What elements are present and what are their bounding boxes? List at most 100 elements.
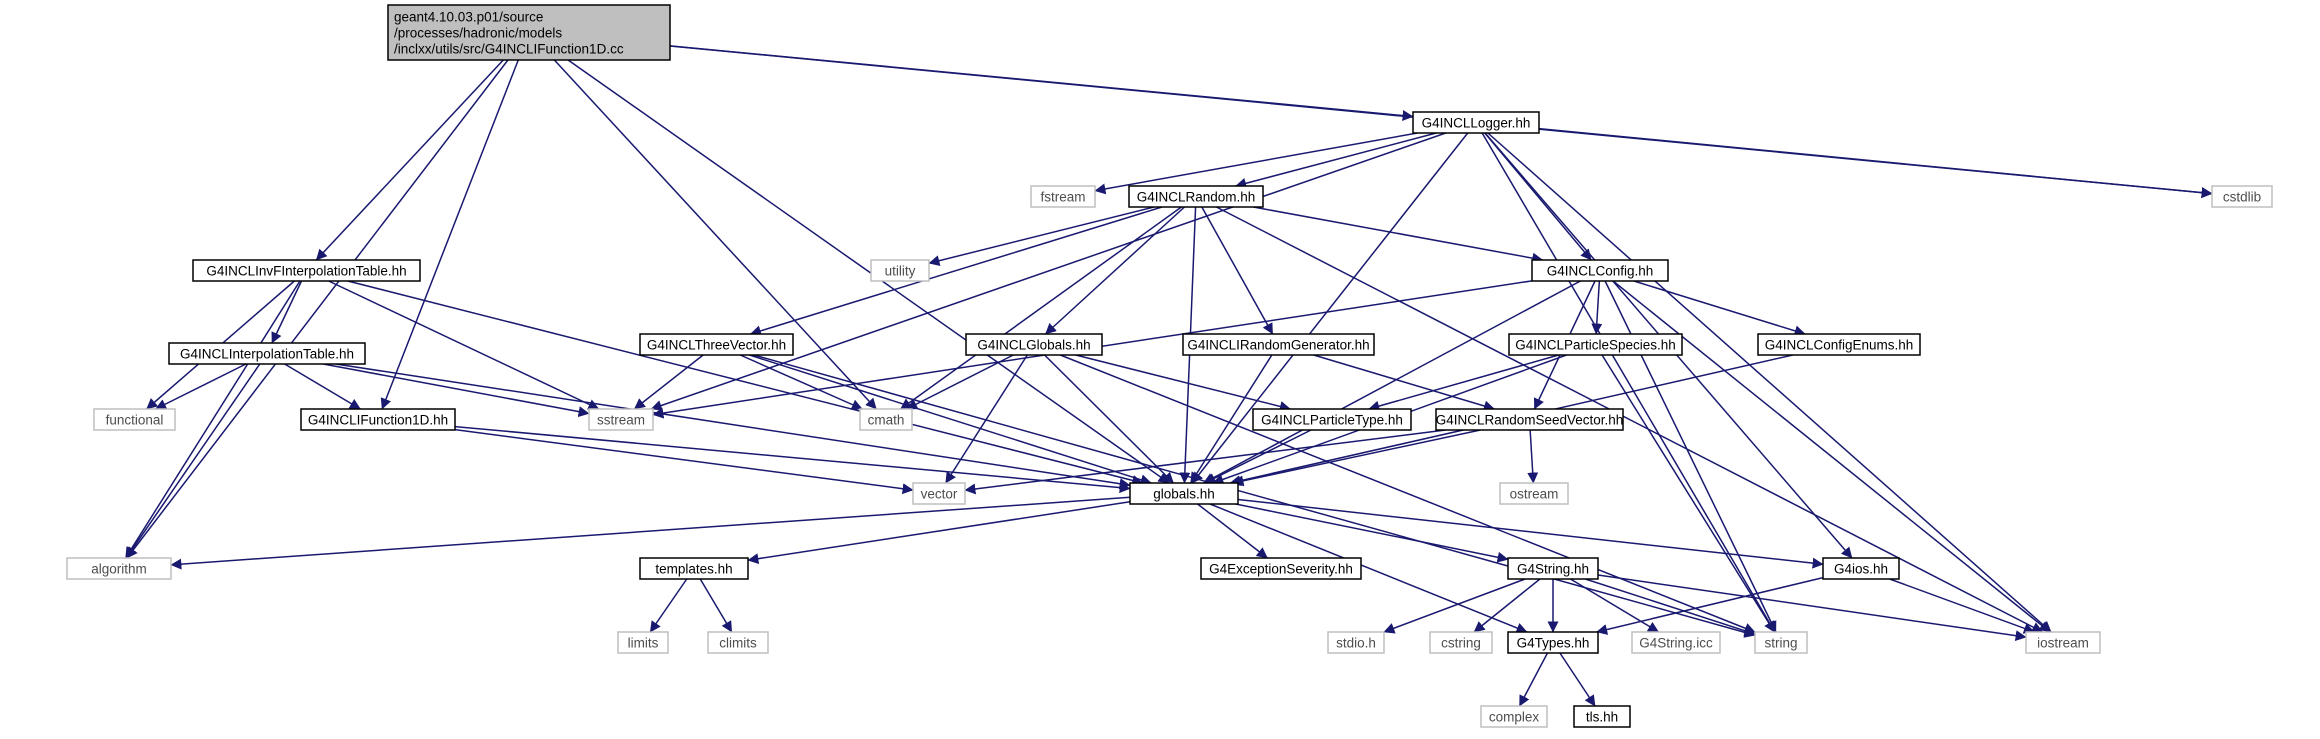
node-label: cmath [868, 413, 905, 428]
node-box [93, 408, 176, 431]
node-g4inclconfigenums-hh[interactable]: G4INCLConfigEnums.hh [1757, 333, 1921, 356]
edge-g4string-to-stdio [1383, 578, 1526, 634]
node-label: tls.hh [1586, 710, 1618, 725]
edge-logger-to-iostream [1487, 132, 2052, 633]
node-box [1531, 259, 1669, 282]
node-g4inclifunction1d-hh[interactable]: G4INCLIFunction1D.hh [300, 408, 456, 431]
node-g4exceptionseverity-hh[interactable]: G4ExceptionSeverity.hh [1200, 557, 1362, 580]
node-box [1754, 631, 1808, 654]
edge-logger-to-random [1235, 132, 1437, 189]
node-tls-hh[interactable]: tls.hh [1573, 705, 1631, 728]
node-box [965, 333, 1103, 356]
node-box [300, 408, 456, 431]
node-label: G4String.hh [1517, 562, 1589, 577]
edge-g4ios-to-iostream [1889, 578, 2035, 634]
edge-invf-to-interp [271, 280, 303, 344]
node-g4inclirandomgenerator-hh[interactable]: G4INCLIRandomGenerator.hh [1182, 333, 1375, 356]
node-box [1757, 333, 1921, 356]
edge-inclglobals-to-vector [945, 354, 1028, 484]
node-g4inclrandomseedvector-hh[interactable]: G4INCLRandomSeedVector.hh [1435, 408, 1624, 431]
edge-config-to-globals [1203, 280, 1581, 484]
edge-g4ios-to-g4types [1596, 576, 1824, 635]
node-g4string-hh[interactable]: G4String.hh [1507, 557, 1599, 580]
edge-invf-to-algorithm [124, 280, 301, 559]
node-box [870, 259, 930, 282]
node-g4types-hh[interactable]: G4Types.hh [1507, 631, 1599, 654]
file-nodes: geant4.10.03.p01/source/processes/hadron… [66, 4, 2273, 728]
edge-config-to-iostream [1612, 280, 2051, 633]
node-box [66, 557, 172, 580]
node-box [387, 4, 671, 61]
edge-g4types-to-complex [1518, 652, 1549, 707]
edge-logger-to-fstream [1094, 132, 1418, 195]
node-templates-hh[interactable]: templates.hh [639, 557, 749, 580]
node-g4inclglobals-hh[interactable]: G4INCLGlobals.hh [965, 333, 1103, 356]
node-box [1030, 185, 1096, 208]
node-ostream: ostream [1499, 482, 1569, 505]
edge-inclglobals-to-parttype [1075, 354, 1291, 412]
node-g4inclparticletype-hh[interactable]: G4INCLParticleType.hh [1252, 408, 1412, 431]
edge-randgen-to-seedvec [1313, 354, 1495, 412]
node-label: G4INCLIFunction1D.hh [308, 413, 448, 428]
node-label: G4INCLInterpolationTable.hh [180, 347, 354, 362]
dependency-edges [124, 45, 2213, 707]
edge-inclglobals-to-cmath [906, 354, 1014, 410]
node-label: cstdlib [2223, 190, 2261, 205]
node-box [1507, 557, 1599, 580]
node-g4inclinterpolationtable-hh[interactable]: G4INCLInterpolationTable.hh [168, 342, 366, 365]
edge-root-to-globals [567, 59, 1170, 484]
edge-root-to-invf [315, 59, 504, 261]
node-box [192, 259, 421, 282]
node-inclxx-utils-src-g4inclifunction1d-cc[interactable]: geant4.10.03.p01/source/processes/hadron… [387, 4, 671, 61]
node-g4ios-hh[interactable]: G4ios.hh [1822, 557, 1900, 580]
edge-threevec-to-cmath [739, 354, 863, 410]
node-box [639, 557, 749, 580]
node-label: iostream [2037, 636, 2089, 651]
node-label: /inclxx/utils/src/G4INCLIFunction1D.cc [394, 42, 624, 57]
edge-seedvec-to-ostream [1527, 429, 1539, 484]
node-box [2025, 631, 2101, 654]
edge-interp-to-functional [155, 363, 247, 410]
node-label: utility [885, 264, 916, 279]
node-iostream: iostream [2025, 631, 2101, 654]
node-g4inclthreevector-hh[interactable]: G4INCLThreeVector.hh [639, 333, 794, 356]
node-g4inclconfig-hh[interactable]: G4INCLConfig.hh [1531, 259, 1669, 282]
edge-threevec-to-sstream [633, 354, 704, 410]
edge-logger-to-string [1481, 132, 1776, 633]
edge-ifunc-to-vector [454, 428, 914, 495]
node-g4incllogger-hh[interactable]: G4INCLLogger.hh [1412, 111, 1540, 134]
edge-randgen-to-globals [1190, 354, 1273, 484]
node-label: G4INCLInvFInterpolationTable.hh [206, 264, 406, 279]
node-box [859, 408, 913, 431]
node-box [617, 631, 669, 654]
edge-inclglobals-to-string [1060, 354, 1756, 634]
node-box [912, 482, 966, 505]
edge-random-to-iostream [1216, 206, 2044, 633]
edge-random-to-randgen [1201, 206, 1274, 335]
node-label: G4INCLIRandomGenerator.hh [1187, 338, 1369, 353]
node-label: /processes/hadronic/models [394, 26, 562, 41]
node-g4inclrandom-hh[interactable]: G4INCLRandom.hh [1128, 185, 1264, 208]
node-label: sstream [597, 413, 645, 428]
node-label: algorithm [91, 562, 147, 577]
node-vector: vector [912, 482, 966, 505]
node-cstring: cstring [1429, 631, 1493, 654]
node-g4inclinvfinterpolationtable-hh[interactable]: G4INCLInvFInterpolationTable.hh [192, 259, 421, 282]
node-globals-hh[interactable]: globals.hh [1129, 482, 1239, 505]
edge-random-to-config [1253, 206, 1544, 264]
node-box [1822, 557, 1900, 580]
node-limits: limits [617, 631, 669, 654]
node-box [1182, 333, 1375, 356]
node-label: G4INCLRandomSeedVector.hh [1436, 413, 1624, 428]
edge-parttype-to-globals [1204, 429, 1312, 484]
node-g4inclparticlespecies-hh[interactable]: G4INCLParticleSpecies.hh [1508, 333, 1683, 356]
edge-g4string-to-iostream [1597, 574, 2027, 642]
edge-g4string-to-g4stringicc [1570, 578, 1660, 633]
node-cstdlib: cstdlib [2211, 185, 2273, 208]
edge-root-to-ifunc [380, 59, 519, 410]
node-utility: utility [870, 259, 930, 282]
node-label: G4INCLConfigEnums.hh [1765, 338, 1914, 353]
node-label: climits [719, 636, 757, 651]
node-box [1435, 408, 1624, 431]
